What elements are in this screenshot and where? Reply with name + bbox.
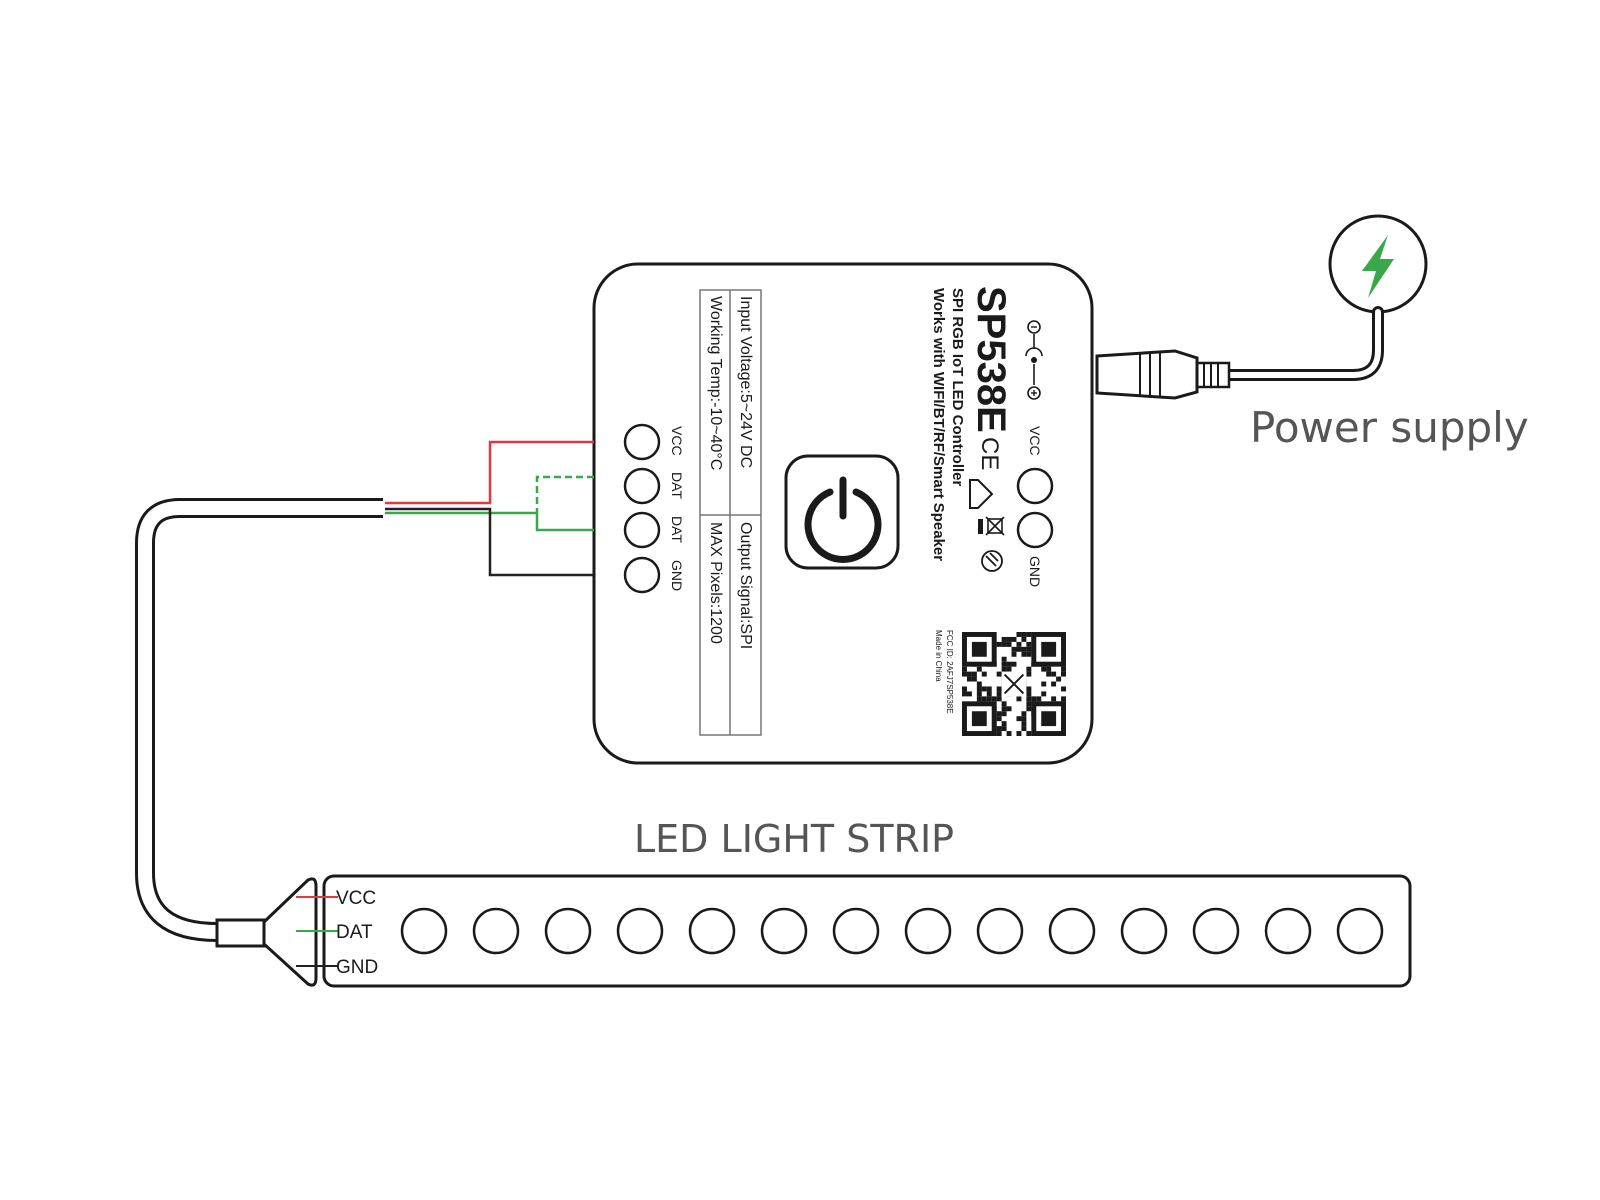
spec-input-voltage: Input Voltage:5~24V DC [737, 296, 754, 468]
led-1 [400, 907, 448, 955]
power-supply: Power supply [1095, 214, 1529, 452]
led-9 [976, 907, 1024, 955]
controller-branding: SP538E SPI RGB IoT LED Controller Works … [930, 286, 1066, 736]
weee-bin-icon [978, 516, 1005, 536]
polarity-symbol-icon [1025, 320, 1043, 400]
led-8 [904, 907, 952, 955]
led-5 [688, 907, 736, 955]
output-terminal-label-dat-1: DAT [669, 472, 685, 499]
led-row [400, 907, 1384, 955]
gnd-wire [385, 507, 594, 577]
led-13 [1264, 907, 1312, 955]
power-terminal-vcc [1016, 467, 1054, 505]
strip-pin-gnd: GND [336, 957, 378, 978]
dat-backup-wire [535, 475, 594, 513]
led-2 [472, 907, 520, 955]
qr-code-icon [962, 632, 1066, 736]
output-terminal-label-dat-2: DAT [669, 516, 685, 543]
output-terminal-dat-2 [623, 511, 661, 549]
strip-connector [262, 877, 318, 987]
led-4 [616, 907, 664, 955]
power-terminal-label-gnd: GND [1027, 556, 1043, 587]
spec-output-signal: Output Signal:SPI [737, 522, 754, 649]
lightning-bolt-icon [1362, 235, 1394, 298]
ce-mark-icon: CE [976, 437, 1003, 470]
dat-wire [385, 511, 594, 532]
controller-works-with: Works with WIFI/BT/RF/Smart Speaker [930, 288, 947, 561]
spec-max-pixels: MAX Pixels:1200 [707, 522, 724, 644]
strip-pin-dat: DAT [336, 922, 373, 943]
led-10 [1048, 907, 1096, 955]
strip-cable [135, 498, 383, 942]
indoor-use-icon [969, 479, 994, 509]
wiring [385, 440, 594, 577]
controller-model: SP538E [969, 286, 1013, 433]
fcc-id: FCC ID: 2AFJ7SP538E [945, 630, 954, 714]
power-button[interactable] [784, 454, 900, 570]
led-12 [1192, 907, 1240, 955]
led-14 [1336, 907, 1384, 955]
led-6 [760, 907, 808, 955]
dc-plug [1095, 349, 1231, 400]
output-terminals: VCC DAT DAT GND [623, 423, 685, 594]
recycle-icon [981, 550, 1003, 572]
led-strip-label: LED LIGHT STRIP [634, 817, 954, 861]
controller: VCC DAT DAT GND Input Voltage:5~24V DC O… [592, 262, 1094, 765]
power-terminal-gnd [1016, 511, 1054, 549]
strip-connector-sleeve [215, 918, 266, 948]
spec-table: Input Voltage:5~24V DC Output Signal:SPI… [699, 289, 762, 736]
power-icon [804, 488, 882, 563]
controller-subtitle: SPI RGB IoT LED Controller [949, 288, 966, 487]
vcc-wire [385, 440, 594, 505]
power-cable [1219, 306, 1384, 381]
led-7 [832, 907, 880, 955]
power-terminal-label-vcc: VCC [1027, 426, 1043, 456]
output-terminal-gnd [623, 556, 661, 594]
output-terminal-vcc [623, 423, 661, 461]
spec-working-temp: Working Temp:-10~40°C [707, 296, 724, 470]
led-3 [544, 907, 592, 955]
output-terminal-dat-1 [623, 467, 661, 505]
strip-pin-vcc: VCC [336, 888, 376, 909]
power-supply-label: Power supply [1250, 403, 1529, 452]
output-terminal-label-vcc: VCC [669, 426, 685, 456]
led-strip: LED LIGHT STRIP VCC DAT GND [215, 817, 1412, 988]
made-in: Made in China [934, 630, 943, 682]
output-terminal-label-gnd: GND [669, 560, 685, 591]
led-11 [1120, 907, 1168, 955]
